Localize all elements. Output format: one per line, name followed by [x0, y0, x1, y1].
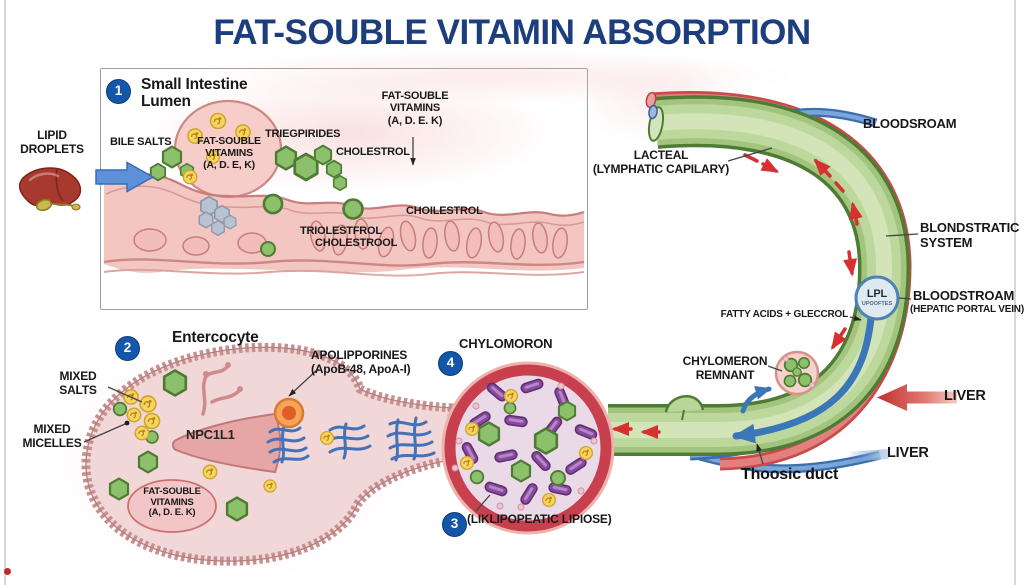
cholestrol-label: CHOLESTROL	[336, 146, 410, 158]
bile-salts-label: BILE SALTS	[110, 136, 172, 148]
apolipporines-label: APOLIPPORINES (ApoB-48, ApoA-I)	[311, 348, 411, 376]
lpl-sub-label: UPOOFTES	[861, 301, 893, 307]
mixed-salts-label: MIXED SALTS	[59, 369, 97, 397]
bloodstroam-label: BLOODSTROAM	[913, 288, 1015, 303]
triegpirides-label: TRIEGPIRIDES	[265, 128, 341, 140]
intestine-wall-graphic	[102, 99, 585, 306]
liver-label-blue: LIVER	[887, 445, 929, 461]
flow-arrows-blue	[732, 314, 875, 444]
golgi-graphic	[266, 416, 436, 464]
lipid-droplets-label: LIPID DROPLETS	[20, 128, 84, 156]
chylomicron-remnant-graphic	[774, 350, 820, 396]
vitamins-bubble-label: FAT-SOUBLE VITAMINS (A, D. E, K)	[197, 135, 261, 171]
lpl-label: LPL	[866, 288, 888, 300]
step-badge-3: 3	[442, 512, 467, 537]
npc1l1-label: NPC1L1	[186, 427, 235, 442]
nucleus-graphic	[273, 397, 305, 429]
corner-red-dot	[4, 568, 11, 575]
er-graphic	[201, 362, 243, 416]
mixed-micelles-label: MIXED MICELLES	[22, 422, 82, 450]
connector-lines	[83, 137, 919, 512]
step-badge-1: 1	[106, 79, 131, 104]
lpl-circle	[854, 275, 900, 321]
tube-loop	[664, 395, 705, 413]
bloodsroam-label: BLOODSROAM	[863, 116, 957, 131]
vitamins-top-label: FAT-SOUBLE VITAMINS (A, D. E. K)	[381, 90, 449, 127]
entry-arrow-blue	[95, 161, 155, 193]
vitamin-oval-shape	[127, 479, 217, 533]
fatty-acids-label: FATTY ACIDS + GLECCROL	[720, 309, 849, 320]
choilestrol-label: CHOILESTROL	[406, 205, 483, 217]
lacteal-label: LACTEAL (LYMPHATIC CAPILARY)	[592, 148, 730, 176]
chylomeron-remnant-label: CHYLOMERON REMNANT	[682, 354, 768, 382]
page-title: FAT-SOUBLE VITAMIN ABSORPTION	[213, 13, 811, 52]
chylomicron-graphic	[441, 361, 615, 535]
panel1-heading: Small Intestine Lumen	[141, 76, 248, 110]
vessel-curve-graphic	[608, 91, 912, 474]
liver-label-red: LIVER	[944, 388, 986, 404]
page-edge-line-right	[1014, 0, 1016, 585]
chylomicron-heading: CHYLOMORON	[459, 336, 553, 351]
npc1l1-channel-graphic	[172, 412, 282, 474]
triolestfrol-label: TRIOLESTFROL	[300, 225, 382, 237]
step-badge-2: 2	[115, 336, 140, 361]
liver-arrow-red	[877, 384, 957, 411]
enterocyte-heading: Entercocyte	[172, 329, 259, 346]
lacteal-tube	[608, 95, 911, 456]
vitamins-oval-label: FAT-SOUBLE VITAMINS (A, D. E. K)	[143, 486, 201, 519]
cholestrool-label: CHOLESTROOL	[315, 237, 398, 249]
chylomicron-caption: (LIKLIPOPEATIC LIPIOSE)	[467, 512, 612, 526]
hepatic-label: (HEPATIC PORTAL VEIN)	[910, 304, 1024, 315]
enterocyte-cell-graphic	[81, 342, 457, 566]
blondstratic-label: BLONDSTRATIC SYSTEM	[920, 220, 1020, 250]
thoosic-duct-label: Thoosic duct	[741, 466, 839, 483]
step-badge-4: 4	[438, 351, 463, 376]
flow-arrows-red	[611, 153, 863, 439]
liver-icon	[18, 167, 82, 212]
page-edge-line-left	[4, 0, 6, 585]
